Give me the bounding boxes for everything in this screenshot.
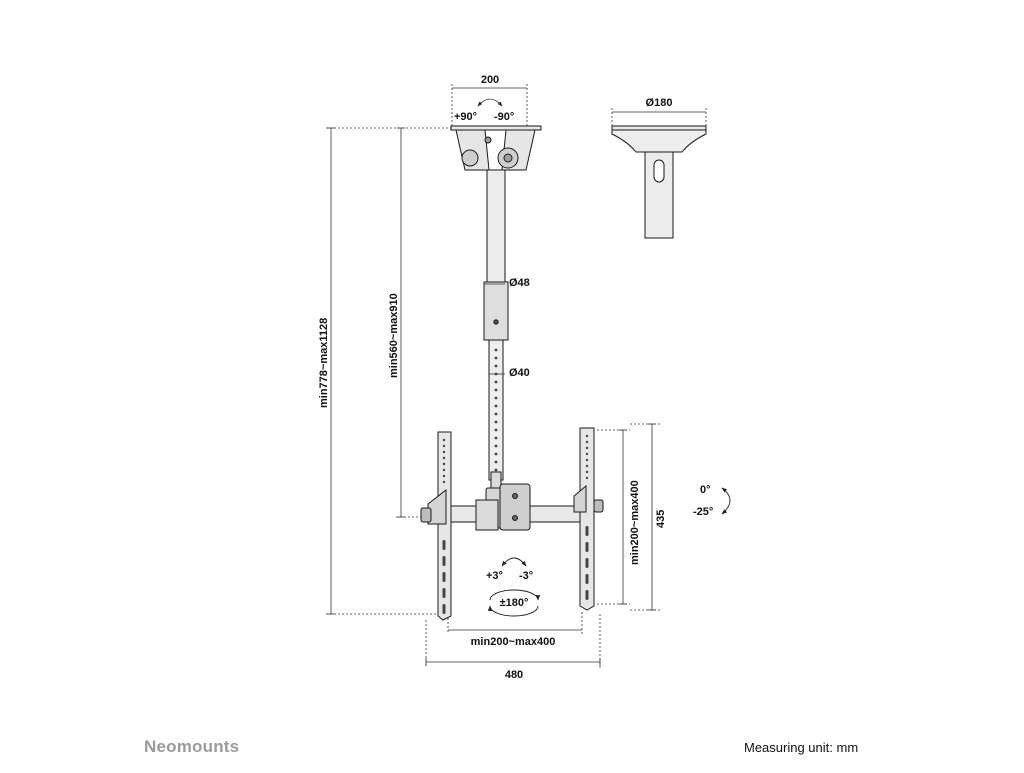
label-vertical-hole-range: min200~max400: [629, 480, 641, 565]
label-pole-length: min560~max910: [388, 293, 400, 378]
inner-pole: [488, 339, 504, 491]
mounting-hole: [494, 348, 498, 352]
left-bracket-holes: [442, 438, 446, 614]
dim-total-height: [326, 127, 465, 615]
mounting-hole: [442, 444, 446, 448]
label-rotation-plus: +3°: [486, 570, 503, 582]
left-bracket: [420, 431, 452, 621]
ceiling-plate: [450, 125, 542, 171]
cover-detail: [611, 108, 707, 239]
mounting-slot: [585, 542, 589, 552]
pole-diameter-leaders: [484, 283, 505, 375]
mounting-hole: [494, 356, 498, 360]
label-swivel-minus: -90°: [494, 111, 515, 123]
pole-holes: [494, 348, 498, 472]
label-outer-pole-diameter: Ø48: [509, 277, 530, 289]
mounting-slot: [585, 574, 589, 584]
label-tilt-up: 0°: [700, 484, 711, 496]
mounting-slot: [585, 590, 589, 600]
mounting-slot: [442, 556, 446, 566]
label-swivel-full: ±180°: [499, 597, 529, 609]
dim-bracket-height: [630, 423, 660, 611]
label-cover-diameter: Ø180: [645, 97, 673, 109]
mounting-hole: [494, 460, 498, 464]
mounting-hole: [494, 428, 498, 432]
label-rotation-minus: -3°: [519, 570, 534, 582]
mounting-hole: [494, 404, 498, 408]
mounting-hole: [494, 396, 498, 400]
tilt-arrow: [721, 487, 731, 515]
label-plate-width: 200: [480, 74, 500, 86]
mounting-hole: [585, 446, 589, 450]
label-swivel-plus: +90°: [454, 111, 478, 123]
label-bracket-height: 435: [655, 509, 667, 528]
mounting-hole: [585, 476, 589, 480]
mounting-hole: [585, 434, 589, 438]
outer-pole: [483, 169, 509, 341]
mounting-hole: [442, 456, 446, 460]
dim-vertical-holes: [597, 429, 630, 605]
dim-horizontal-holes: [447, 612, 583, 634]
mounting-hole: [442, 462, 446, 466]
measuring-unit: Measuring unit: mm: [744, 740, 859, 755]
mounting-hole: [585, 470, 589, 474]
mounting-hole: [442, 450, 446, 454]
label-inner-pole-diameter: Ø40: [509, 367, 530, 379]
dim-total-width: [425, 614, 601, 668]
mounting-hole: [585, 440, 589, 444]
label-total-height: min778~max1128: [318, 317, 330, 408]
label-tilt-down: -25°: [693, 506, 714, 518]
mounting-slot: [442, 540, 446, 550]
mounting-hole: [442, 468, 446, 472]
mounting-hole: [442, 480, 446, 484]
mounting-hole: [494, 420, 498, 424]
mounting-hole: [494, 468, 498, 472]
mounting-hole: [494, 380, 498, 384]
mounting-hole: [585, 452, 589, 456]
swivel-ellipse: [487, 589, 541, 617]
label-total-width: 480: [504, 669, 524, 681]
right-bracket: [573, 427, 604, 611]
mounting-hole: [494, 364, 498, 368]
mounting-hole: [585, 458, 589, 462]
mounting-hole: [494, 436, 498, 440]
mounting-slot: [442, 588, 446, 598]
mounting-slot: [585, 526, 589, 536]
mounting-slot: [442, 572, 446, 582]
brand-logo-text: Neomounts: [144, 737, 240, 756]
dim-plate-width: [451, 84, 528, 128]
mounting-hole: [585, 464, 589, 468]
dim-pole-length: [396, 127, 425, 518]
mounting-hole: [442, 438, 446, 442]
mounting-hole: [494, 444, 498, 448]
mounting-hole: [494, 452, 498, 456]
horizontal-arm: [447, 483, 585, 531]
mounting-slot: [585, 558, 589, 568]
label-horizontal-hole-range: min200~max400: [470, 636, 556, 648]
rotation-arrow: [501, 557, 527, 567]
mounting-hole: [494, 412, 498, 416]
mounting-slot: [442, 604, 446, 614]
mounting-hole: [442, 474, 446, 478]
right-bracket-holes: [585, 434, 589, 600]
mounting-hole: [494, 388, 498, 392]
